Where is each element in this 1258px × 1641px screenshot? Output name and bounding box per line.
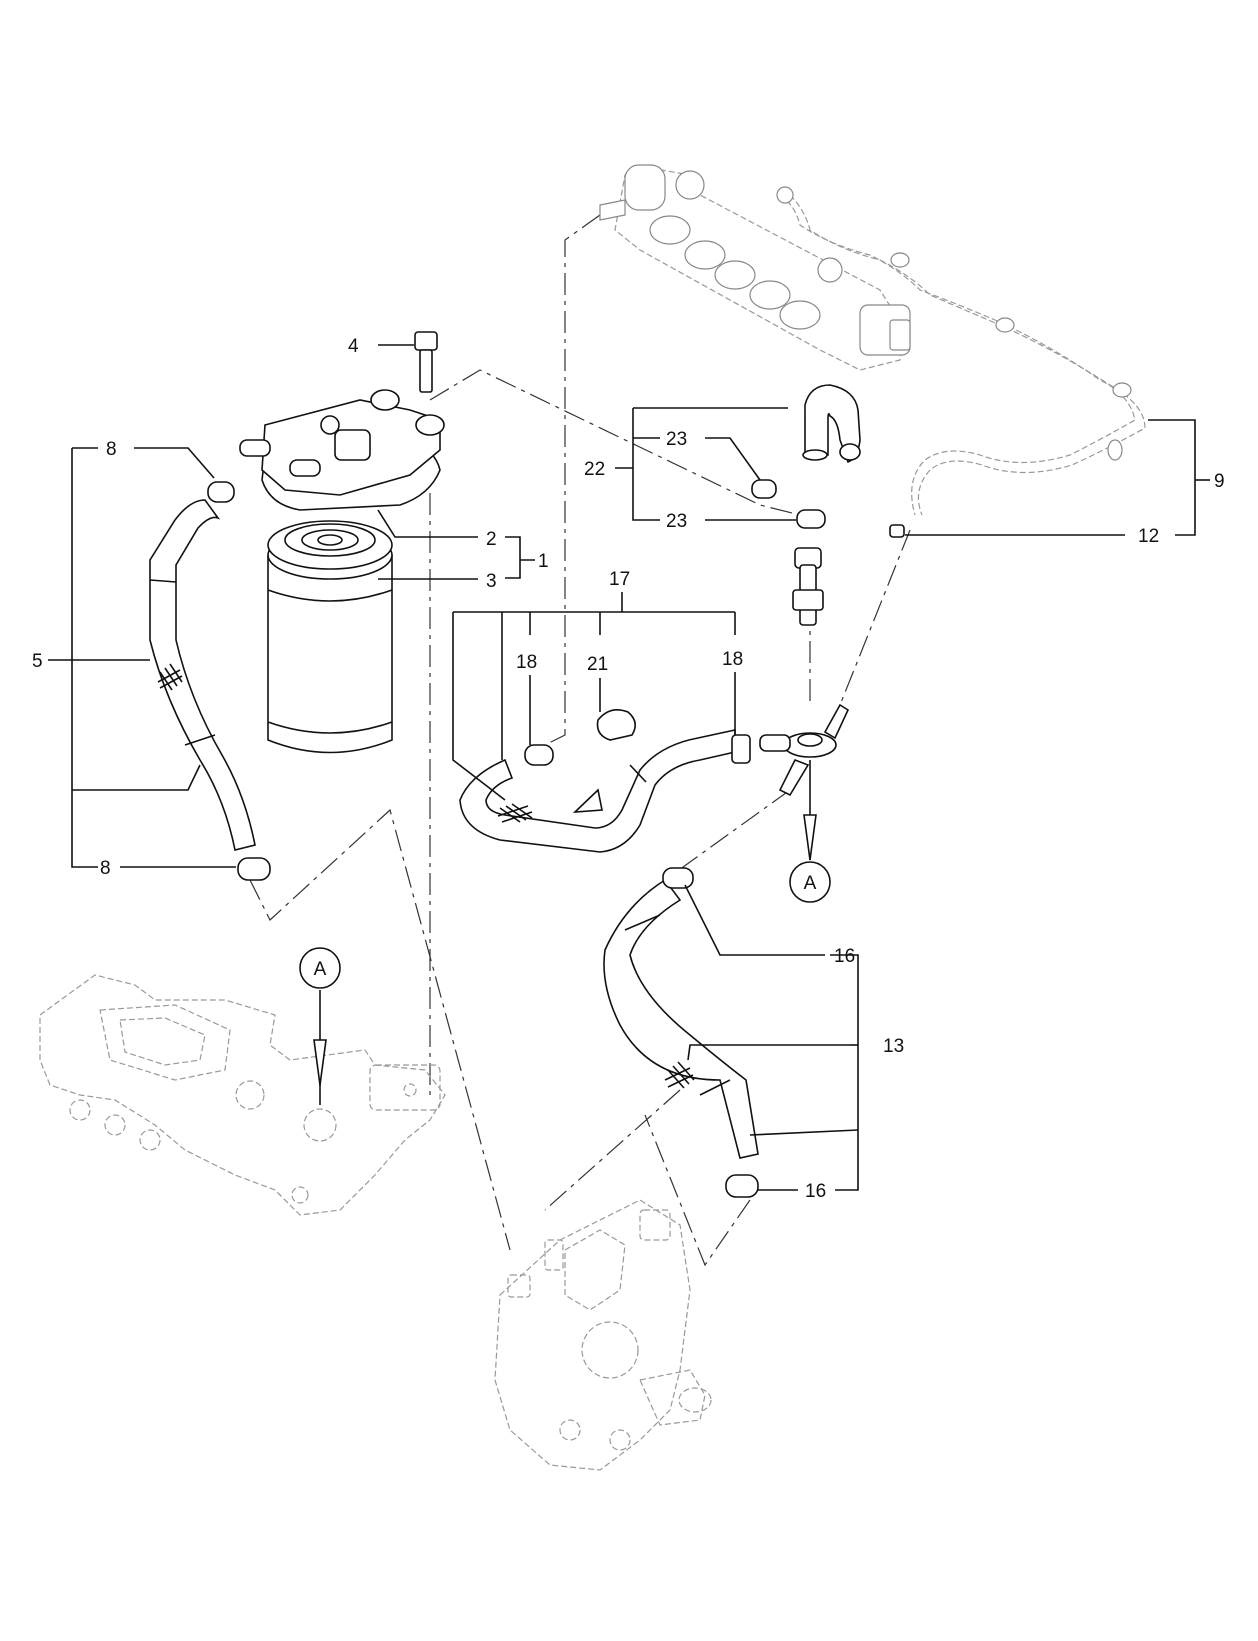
high-pressure-pump <box>494 1199 712 1471</box>
supply-hose-left <box>149 481 271 881</box>
callout-1: 1 <box>538 551 549 572</box>
callout-13: 13 <box>883 1036 904 1057</box>
callout-21: 21 <box>587 654 608 675</box>
fuel-rail <box>599 164 911 371</box>
ref-label-a-left: A <box>314 959 327 980</box>
callout-18-right: 18 <box>722 649 743 670</box>
reference-markers: A A <box>299 861 831 989</box>
callout-16-bottom: 16 <box>805 1181 826 1202</box>
ref-circle-a-left <box>299 947 341 989</box>
supply-hose-right <box>603 867 759 1198</box>
small-hose <box>751 384 861 529</box>
callout-23-bottom: 23 <box>666 511 687 532</box>
callout-8-top: 8 <box>106 439 117 460</box>
callout-16-top: 16 <box>834 946 855 967</box>
ref-circle-a-right <box>789 861 831 903</box>
ref-label-a-right: A <box>804 873 817 894</box>
callout-23-top: 23 <box>666 429 687 450</box>
hose-assembly <box>459 709 751 853</box>
callout-12: 12 <box>1138 526 1159 547</box>
callout-leaders <box>48 344 1210 1191</box>
callout-3: 3 <box>486 571 497 592</box>
return-pipe <box>776 186 1146 516</box>
callout-5: 5 <box>32 651 43 672</box>
callout-9: 9 <box>1214 471 1225 492</box>
callout-18-left: 18 <box>516 652 537 673</box>
callout-22: 22 <box>584 459 605 480</box>
filter-element <box>267 520 393 754</box>
t-connector <box>759 524 905 797</box>
assembly-lines <box>249 214 911 1267</box>
callout-8-bottom: 8 <box>100 858 111 879</box>
callout-2: 2 <box>486 529 497 550</box>
filter-head <box>239 331 445 511</box>
callout-labels: 1 2 3 4 5 8 8 9 12 13 16 16 17 18 18 21 … <box>32 336 1225 1202</box>
callout-17: 17 <box>609 569 630 590</box>
callout-4: 4 <box>348 336 359 357</box>
engine-manifold <box>39 974 446 1216</box>
